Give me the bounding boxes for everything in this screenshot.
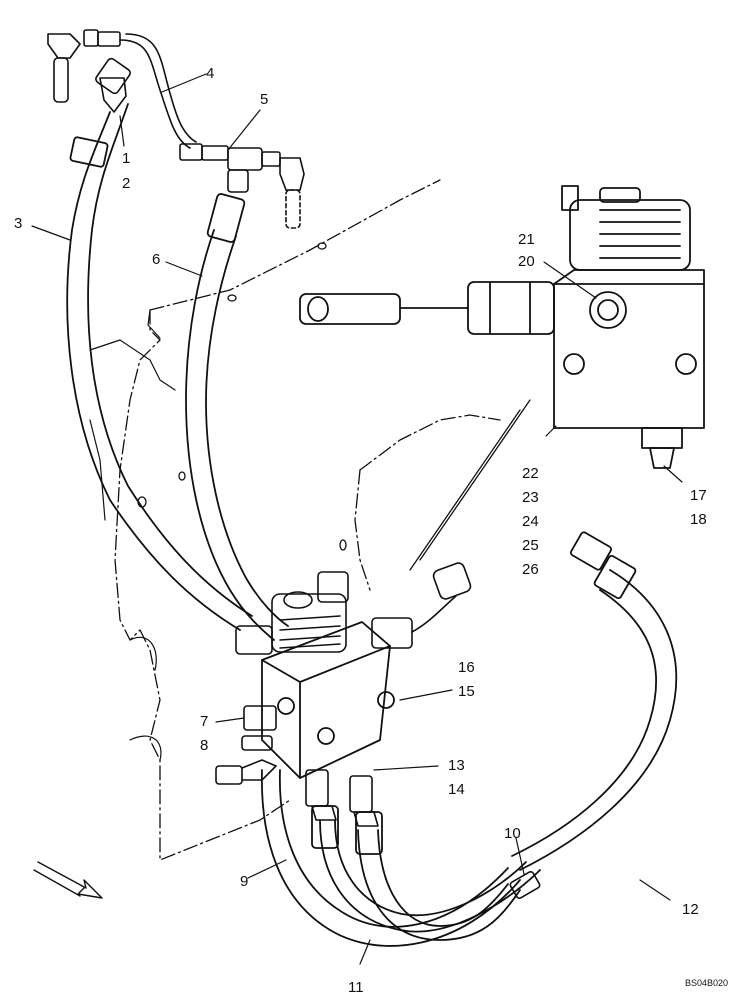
- callout-26: 26: [522, 561, 539, 578]
- callout-2: 2: [122, 175, 131, 192]
- clamp-10: [509, 871, 541, 899]
- callout-3: 3: [14, 215, 23, 232]
- solenoid-block: [215, 562, 472, 785]
- callout-25: 25: [522, 537, 539, 554]
- callout-17: 17: [690, 487, 707, 504]
- callout-23: 23: [522, 489, 539, 506]
- hose-12: [511, 531, 678, 871]
- hose-3: [66, 103, 253, 631]
- top-left-fittings: [47, 29, 131, 113]
- callout-21: 21: [518, 231, 535, 248]
- callout-14: 14: [448, 781, 465, 798]
- callout-leaders: [31, 73, 683, 965]
- tee-fitting-5: [179, 143, 305, 229]
- valve-block: [261, 621, 395, 779]
- callout-5: 5: [260, 91, 269, 108]
- callout-9: 9: [240, 873, 249, 890]
- tube-4: [119, 33, 197, 149]
- callout-16: 16: [458, 659, 475, 676]
- callout-6: 6: [152, 251, 161, 268]
- connection-leaders: [409, 399, 531, 571]
- callout-15: 15: [458, 683, 475, 700]
- callout-18: 18: [690, 511, 707, 528]
- callout-13: 13: [448, 757, 465, 774]
- hose-11-9-loops: [261, 769, 541, 947]
- drawing-code: BS04B020: [684, 978, 728, 988]
- callout-7: 7: [200, 713, 209, 730]
- callout-1: 1: [122, 150, 131, 167]
- direction-arrow-icon: [33, 861, 103, 899]
- callout-20: 20: [518, 253, 535, 270]
- lower-fittings-13-14: [305, 769, 379, 827]
- frame-plate: [114, 179, 501, 861]
- callout-11: 11: [348, 979, 364, 996]
- hose-6: [185, 193, 289, 641]
- callout-12: 12: [682, 901, 699, 918]
- callout-4: 4: [206, 65, 215, 82]
- callout-10: 10: [504, 825, 521, 842]
- callout-22: 22: [522, 465, 539, 482]
- callout-24: 24: [522, 513, 539, 530]
- remote-valve: [299, 185, 705, 469]
- frame-plate-edge: [89, 309, 176, 761]
- plate-holes: [137, 242, 347, 551]
- callout-8: 8: [200, 737, 209, 754]
